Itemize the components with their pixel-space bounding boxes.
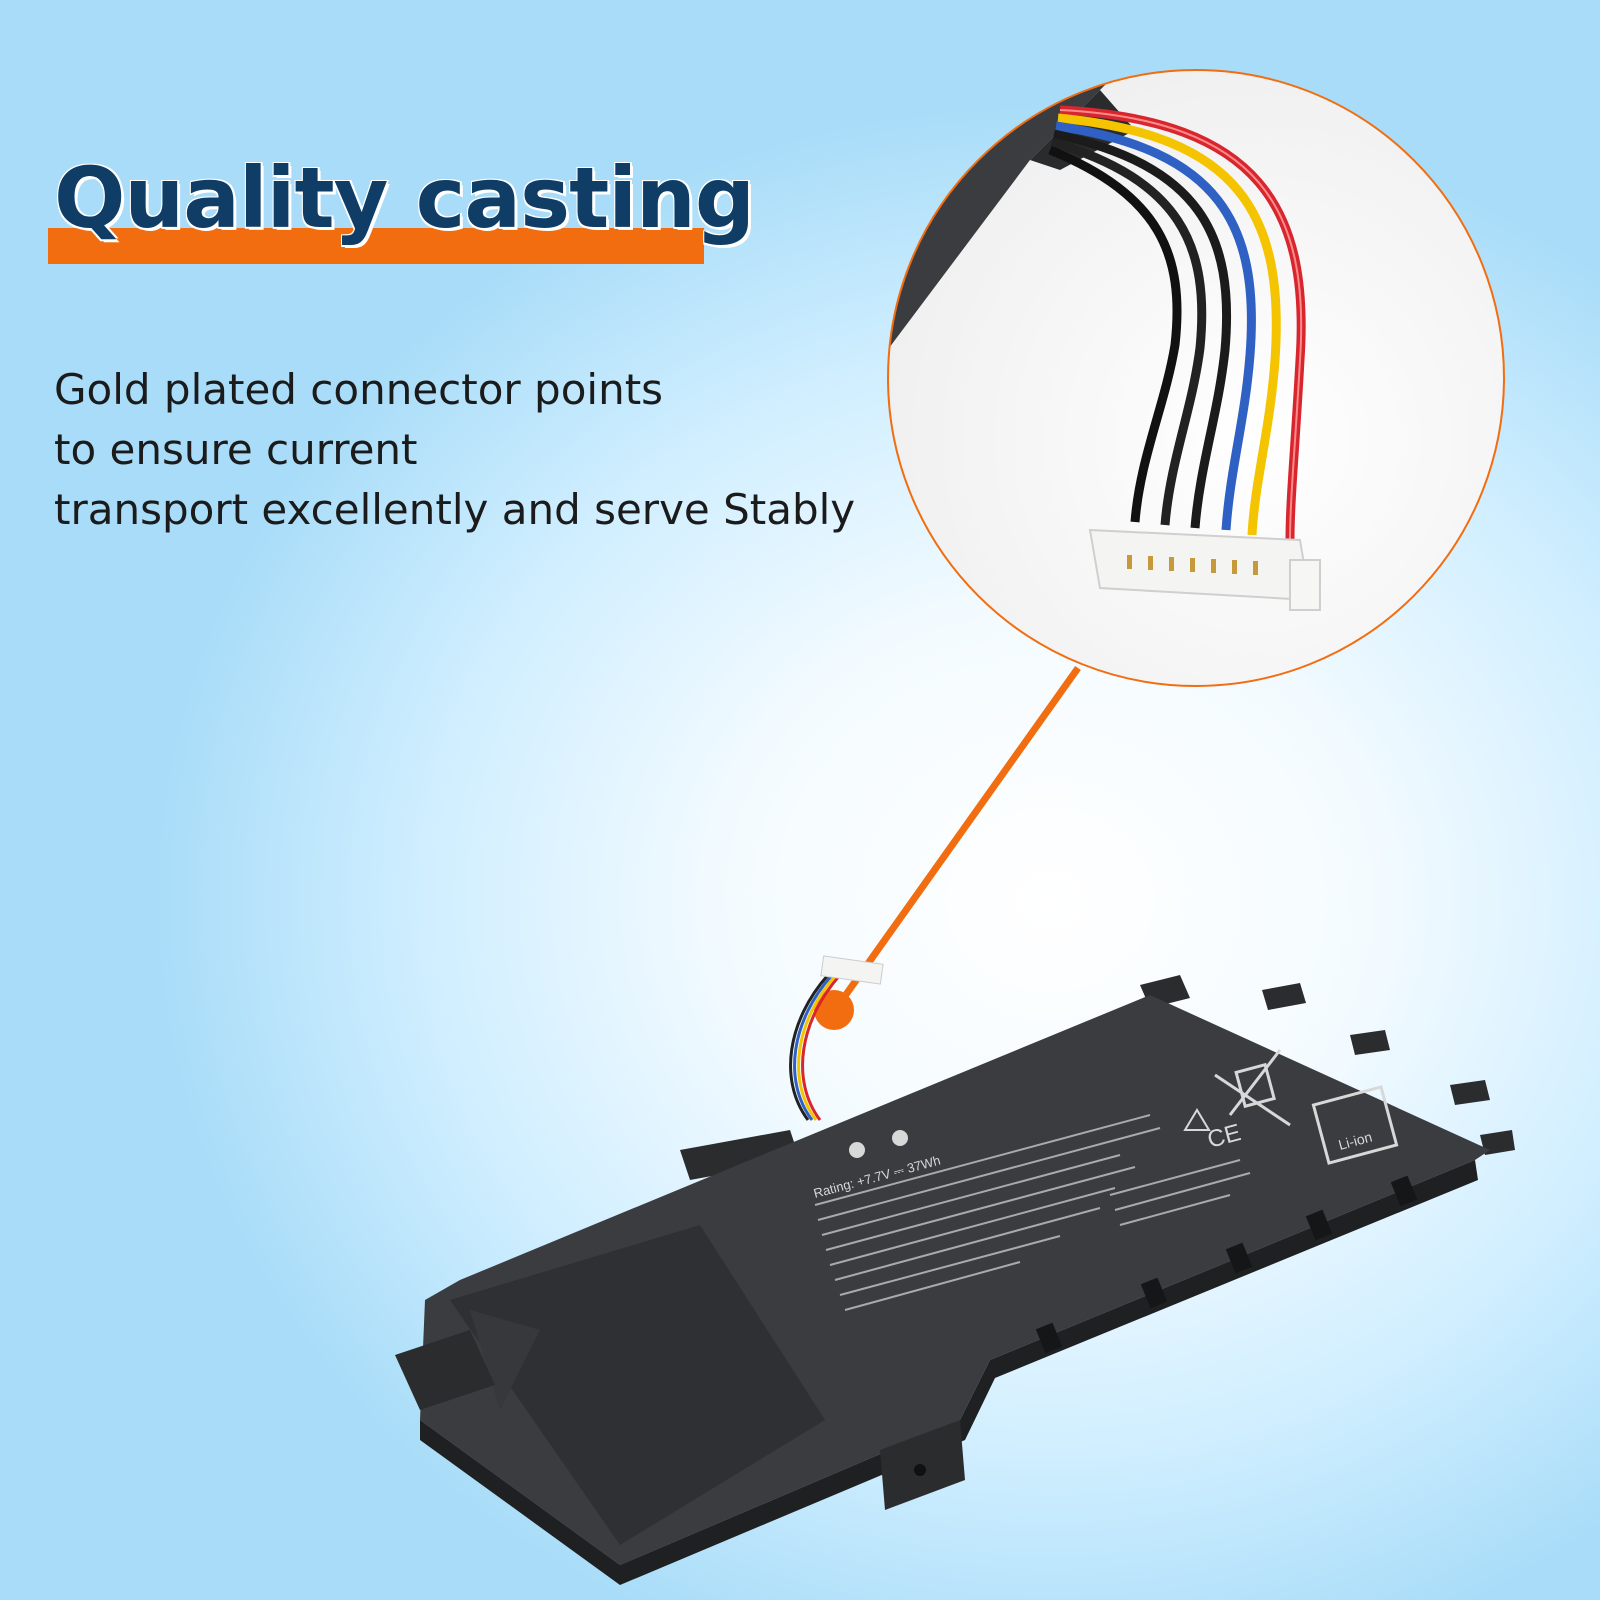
callout-dot (814, 990, 854, 1030)
description: Gold plated connector points to ensure c… (54, 360, 855, 540)
callout-line (832, 665, 1081, 1013)
headline-underline-bar (48, 228, 704, 264)
headline: Quality casting (54, 149, 755, 247)
connector-zoom-view (887, 69, 1505, 687)
warning-icon (1183, 1108, 1211, 1131)
description-line-1: Gold plated connector points (54, 365, 664, 414)
description-line-3: transport excellently and serve Stably (54, 485, 856, 534)
minus-icon (892, 1130, 908, 1146)
description-line-2: to ensure current (54, 425, 418, 474)
weee-bin-icon (1214, 1049, 1291, 1127)
battery-pack: Rating: +7.7V ⎓ 37Wh CE Li-ion (395, 955, 1515, 1585)
plus-icon (849, 1142, 865, 1158)
